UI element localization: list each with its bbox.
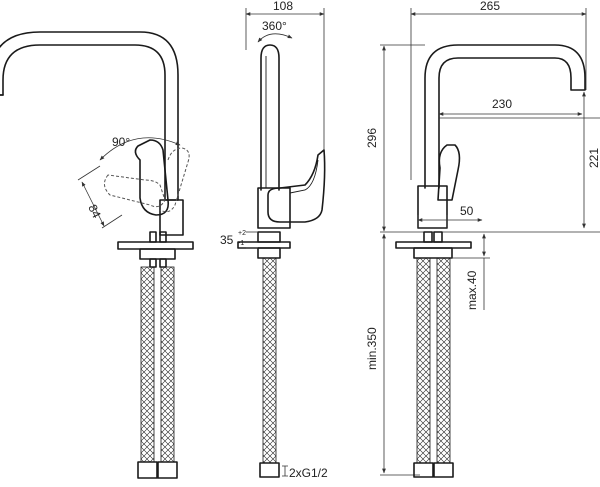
front-handle xyxy=(134,139,170,216)
right-view: 265 230 221 50 296 max.40 xyxy=(365,0,600,478)
side-deck-label: 35 xyxy=(220,233,234,247)
right-deck-max-label: max.40 xyxy=(465,270,479,310)
side-handle xyxy=(267,149,326,223)
right-hoses xyxy=(413,257,454,478)
front-spout xyxy=(0,31,179,201)
side-deck-plate xyxy=(237,241,291,249)
side-connection-label: 2xG1/2 xyxy=(289,466,328,480)
side-view: 108 360° 35 +2 -1 2xG1/2 xyxy=(220,0,328,480)
front-handle-length-label: 84 xyxy=(85,202,104,220)
side-width-label: 108 xyxy=(273,0,293,13)
right-reach-label: 265 xyxy=(480,0,500,13)
right-body xyxy=(417,185,448,229)
side-rotation-arc xyxy=(257,33,293,43)
side-hose xyxy=(259,257,280,478)
front-angle-arc xyxy=(99,137,181,161)
side-spout xyxy=(260,44,280,191)
front-deck-plate xyxy=(117,241,194,250)
right-base-label: 50 xyxy=(460,204,474,218)
front-view: 90° 84 xyxy=(0,31,194,479)
front-angle-label: 90° xyxy=(112,135,130,149)
front-hoses xyxy=(137,266,178,479)
side-rotation-label: 360° xyxy=(262,19,287,33)
right-inner-reach-label: 230 xyxy=(492,97,512,111)
right-height-label: 296 xyxy=(365,128,379,148)
front-84-dimline xyxy=(81,181,105,227)
right-spout-height-label: 221 xyxy=(587,148,600,168)
side-tol-plus: +2 xyxy=(238,230,246,237)
right-deck-plate xyxy=(395,241,472,249)
side-tol-minus: -1 xyxy=(238,240,244,247)
right-hose-min-label: min.350 xyxy=(365,327,379,370)
front-body xyxy=(159,199,184,236)
right-spout xyxy=(424,44,586,189)
right-handle xyxy=(437,144,461,201)
